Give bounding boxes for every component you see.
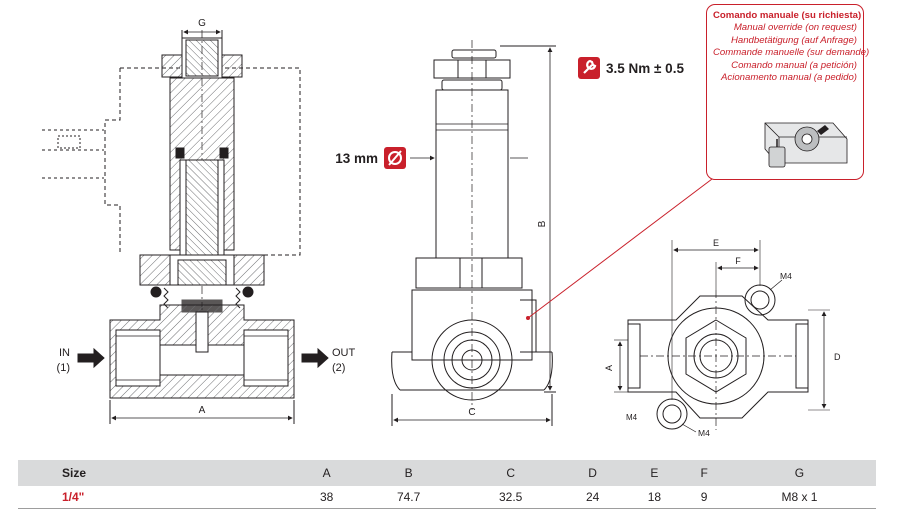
torque-label: 3.5 Nm ± 0.5 [606, 61, 684, 76]
dim-f-label: F [735, 256, 741, 266]
inlet-label: IN [59, 347, 70, 359]
table-cell: 32.5 [459, 486, 562, 509]
thread-m4-left-label: M4 [626, 413, 638, 422]
diameter-label: 13 mm [335, 151, 378, 166]
manual-override-text-en: Manual override (on request) [733, 22, 857, 34]
dim-c-label: C [468, 407, 475, 418]
dim-g-label: G [198, 18, 206, 29]
column-header: B [357, 460, 460, 486]
manual-override-illustration [764, 122, 848, 168]
outlet-port-label: (2) [332, 362, 345, 374]
column-header: A [295, 460, 358, 486]
diameter-icon [384, 147, 406, 169]
manual-override-text-es: Comando manual (a petición) [731, 59, 857, 71]
manual-override-callout: Comando manuale (su richiesta) Manual ov… [706, 4, 870, 180]
table-cell: 18 [623, 486, 686, 509]
column-header: E [623, 460, 686, 486]
column-header: F [685, 460, 723, 486]
table-cell: M8 x 1 [722, 486, 876, 509]
manual-override-text-fr: Commande manuelle (sur demande) [713, 47, 870, 59]
column-header: Size [18, 460, 296, 486]
technical-drawing: G A IN (1) OUT (2) [42, 18, 841, 438]
manual-override-text-pt: Acionamento manual (a pedido) [721, 72, 857, 84]
thread-m4-top-label: M4 [780, 271, 792, 281]
dim-d-label: D [834, 352, 841, 362]
table-cell: 9 [685, 486, 723, 509]
dim-b-label: B [537, 220, 548, 227]
dim-a-label: A [199, 405, 206, 416]
column-header: G [722, 460, 876, 486]
column-header: D [561, 460, 624, 486]
dim-e-label: E [713, 238, 719, 248]
table-cell: 38 [295, 486, 358, 509]
column-header: C [459, 460, 562, 486]
table-cell: 24 [561, 486, 624, 509]
table-header-row: Size A B C D E F G [18, 460, 876, 486]
torque-icon [578, 57, 600, 79]
manual-override-text-de: Handbetätigung (auf Anfrage) [730, 34, 857, 46]
table-cell-size: 1/4" [18, 486, 296, 509]
elevation-view [391, 40, 717, 426]
thread-m4-bottom-label: M4 [698, 428, 710, 438]
dimension-table: Size A B C D E F G 1/4" 38 74.7 32.5 24 … [18, 460, 876, 509]
inlet-port-label: (1) [57, 362, 70, 374]
dim-a-side-label: A [604, 365, 614, 371]
outlet-label: OUT [332, 347, 356, 359]
manual-override-text-it: Comando manuale (su richiesta) [713, 10, 862, 21]
table-row: 1/4" 38 74.7 32.5 24 18 9 M8 x 1 [18, 486, 876, 509]
table-cell: 74.7 [357, 486, 460, 509]
section-view [42, 29, 329, 424]
bottom-view [614, 240, 830, 433]
